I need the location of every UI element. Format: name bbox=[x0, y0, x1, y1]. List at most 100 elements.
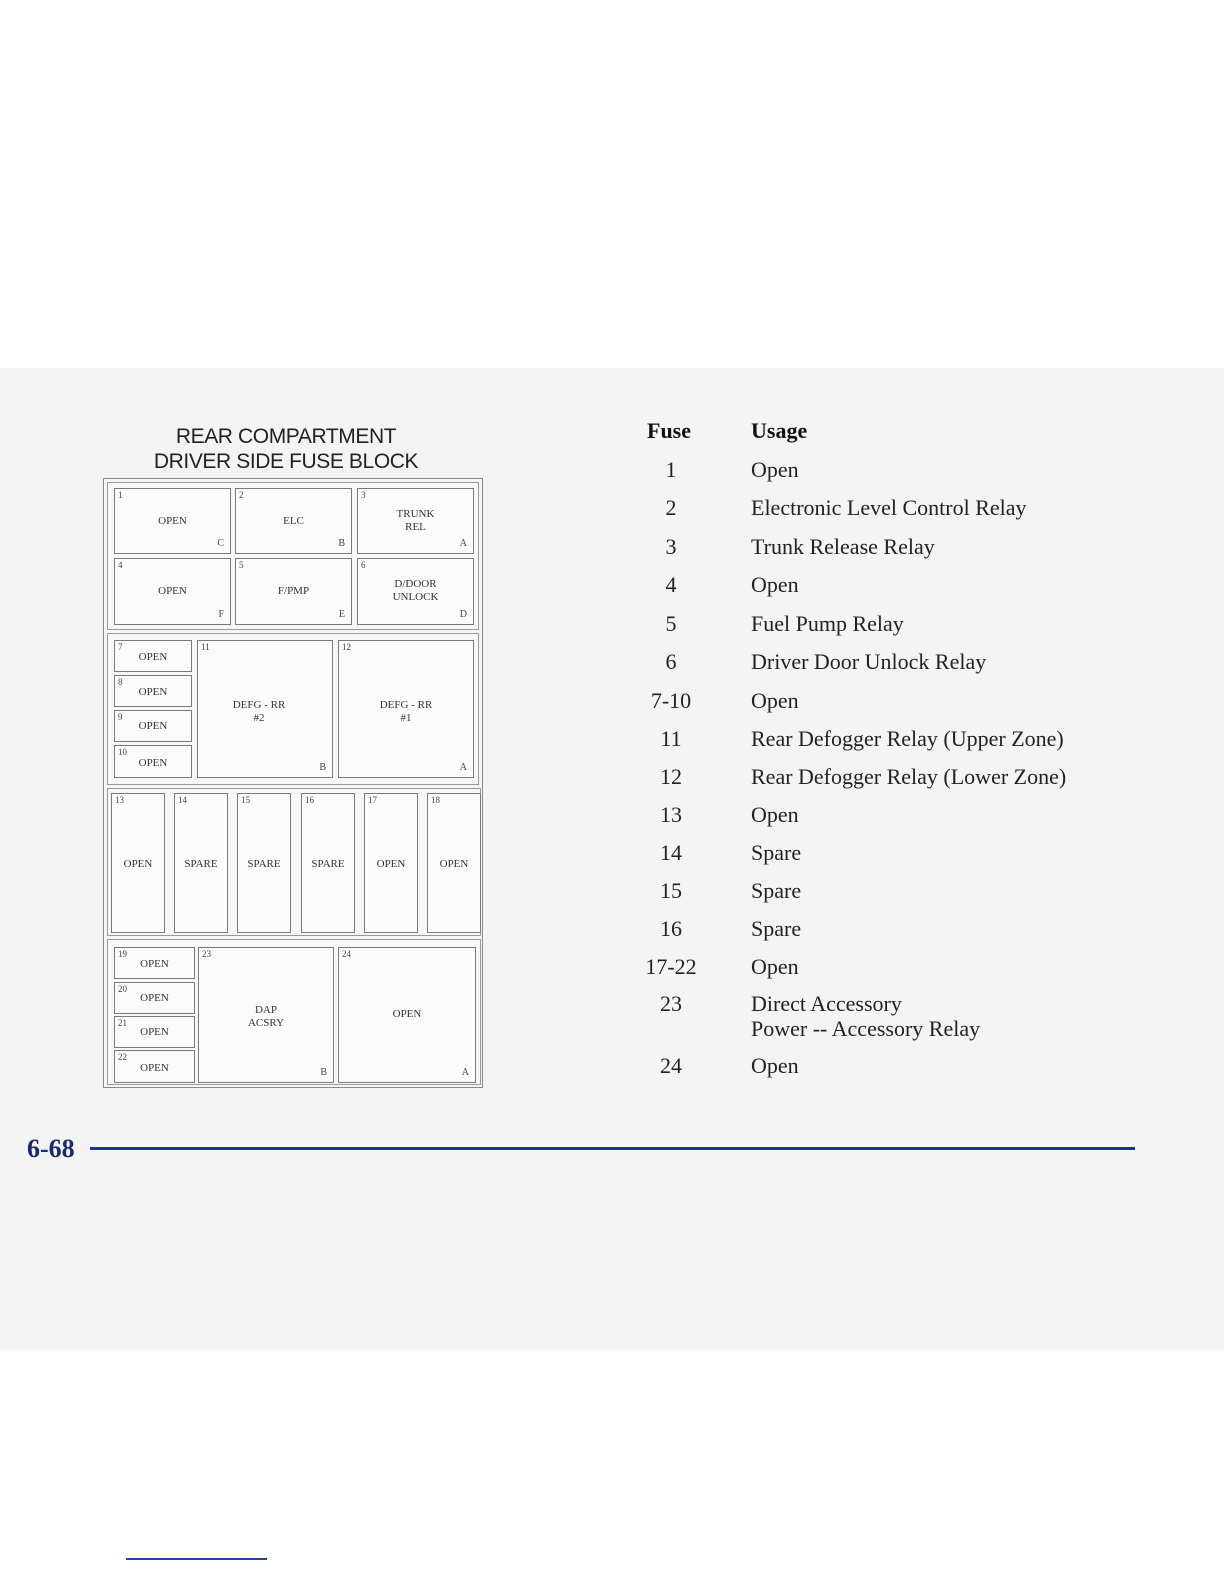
cell-letter: B bbox=[319, 762, 326, 773]
relay-cell-4: 4 OPEN F bbox=[114, 558, 231, 625]
cell-letter: A bbox=[459, 538, 467, 549]
fuse-number: 7-10 bbox=[650, 688, 692, 713]
fuse-cell-21: 21 OPEN bbox=[114, 1016, 195, 1048]
fuse-usage: Open bbox=[751, 802, 799, 827]
cell-number: 3 bbox=[361, 490, 366, 500]
fuse-usage: Driver Door Unlock Relay bbox=[751, 649, 987, 674]
fuse-usage: Spare bbox=[751, 840, 802, 865]
fuse-usage: Open bbox=[751, 954, 799, 979]
fuse-number: 6 bbox=[665, 649, 677, 674]
cell-number: 18 bbox=[431, 795, 440, 805]
relay-section-middle: 7 OPEN 8 OPEN 9 OPEN 10 OPEN 11 DEFG - R… bbox=[107, 633, 479, 785]
cell-label: ELC bbox=[283, 515, 304, 527]
cell-letter: A bbox=[461, 1067, 469, 1078]
cell-number: 1 bbox=[118, 490, 123, 500]
fuse-number: 23 bbox=[660, 991, 682, 1016]
cell-number: 2 bbox=[239, 490, 244, 500]
fuse-usage-continued: Power -- Accessory Relay bbox=[751, 1016, 981, 1041]
fuse-cell-16: 16 SPARE bbox=[301, 793, 355, 933]
cell-number: 13 bbox=[115, 795, 124, 805]
cell-number: 11 bbox=[201, 642, 210, 652]
cell-label: OPEN bbox=[138, 686, 168, 698]
fuse-number: 11 bbox=[660, 726, 682, 751]
fuse-usage: Open bbox=[751, 688, 799, 713]
fuse-usage: Open bbox=[751, 1053, 799, 1078]
cell-number: 23 bbox=[202, 949, 211, 959]
cell-label: OPEN bbox=[392, 1008, 422, 1020]
cell-label: OPEN bbox=[158, 515, 187, 527]
cell-label: OPEN bbox=[138, 651, 168, 663]
cell-letter: B bbox=[320, 1067, 327, 1078]
cell-number: 7 bbox=[118, 642, 123, 652]
relay-section-top: 1 OPEN C 2 ELC B 3 TRUNK REL A 4 OPEN F … bbox=[107, 482, 479, 630]
cell-number: 20 bbox=[118, 984, 127, 994]
cell-label: OPEN bbox=[376, 858, 406, 870]
cell-number: 17 bbox=[368, 795, 377, 805]
fuse-number: 5 bbox=[665, 611, 677, 636]
relay-cell-11: 11 DEFG - RR #2 B bbox=[197, 640, 333, 778]
cell-letter: F bbox=[218, 609, 224, 620]
cell-number: 24 bbox=[342, 949, 351, 959]
fuse-cell-13: 13 OPEN bbox=[111, 793, 165, 933]
fuse-usage: Rear Defogger Relay (Lower Zone) bbox=[751, 764, 1067, 789]
fuse-usage: Trunk Release Relay bbox=[751, 534, 935, 559]
fuse-cell-18: 18 OPEN bbox=[427, 793, 481, 933]
cell-label: TRUNK REL bbox=[396, 508, 435, 533]
cell-letter: D bbox=[459, 609, 467, 620]
cell-letter: B bbox=[338, 538, 345, 549]
fuse-cell-8: 8 OPEN bbox=[114, 675, 192, 707]
cell-number: 6 bbox=[361, 560, 366, 570]
fuse-number: 17-22 bbox=[645, 954, 697, 979]
fuse-usage: Open bbox=[751, 572, 799, 597]
fuse-cell-15: 15 SPARE bbox=[237, 793, 291, 933]
cell-number: 5 bbox=[239, 560, 244, 570]
cell-label: DEFG - RR #2 bbox=[232, 699, 286, 724]
fuse-number: 15 bbox=[660, 878, 682, 903]
fuse-number: 1 bbox=[665, 457, 677, 482]
fuse-cell-7: 7 OPEN bbox=[114, 640, 192, 672]
fuse-block-diagram: 1 OPEN C 2 ELC B 3 TRUNK REL A 4 OPEN F … bbox=[103, 478, 483, 1088]
relay-cell-3: 3 TRUNK REL A bbox=[357, 488, 474, 554]
cell-number: 10 bbox=[118, 747, 127, 757]
relay-cell-23: 23 DAP ACSRY B bbox=[198, 947, 334, 1083]
fuse-cell-9: 9 OPEN bbox=[114, 710, 192, 742]
relay-section-bottom: 19 OPEN 20 OPEN 21 OPEN 22 OPEN 23 DAP A… bbox=[107, 939, 481, 1085]
cell-label: OPEN bbox=[140, 1026, 169, 1038]
cell-number: 22 bbox=[118, 1052, 127, 1062]
cell-number: 12 bbox=[342, 642, 351, 652]
cell-letter: A bbox=[459, 762, 467, 773]
cell-label: OPEN bbox=[138, 720, 168, 732]
cell-label: DAP ACSRY bbox=[247, 1004, 285, 1029]
cell-letter: C bbox=[217, 538, 224, 549]
cell-label: OPEN bbox=[140, 958, 169, 970]
relay-cell-2: 2 ELC B bbox=[235, 488, 352, 554]
cell-number: 21 bbox=[118, 1018, 127, 1028]
cell-letter: E bbox=[338, 609, 345, 620]
fuse-number: 24 bbox=[660, 1053, 682, 1078]
cell-number: 16 bbox=[305, 795, 314, 805]
relay-cell-1: 1 OPEN C bbox=[114, 488, 231, 554]
cell-label: OPEN bbox=[123, 858, 153, 870]
diagram-title-line1: REAR COMPARTMENT bbox=[175, 425, 397, 448]
cell-number: 14 bbox=[178, 795, 187, 805]
fuse-cell-19: 19 OPEN bbox=[114, 947, 195, 979]
fuse-cell-14: 14 SPARE bbox=[174, 793, 228, 933]
fuse-cell-22: 22 OPEN bbox=[114, 1050, 195, 1083]
cell-label: OPEN bbox=[140, 992, 169, 1004]
cell-label: OPEN bbox=[158, 585, 187, 597]
cell-number: 19 bbox=[118, 949, 127, 959]
fuse-usage: Rear Defogger Relay (Upper Zone) bbox=[751, 726, 1064, 751]
fuse-usage: Direct Accessory bbox=[751, 991, 902, 1016]
fuse-number: 4 bbox=[665, 572, 677, 597]
fuse-number: 16 bbox=[660, 916, 682, 941]
header-fuse: Fuse bbox=[647, 418, 691, 443]
fuse-number: 2 bbox=[665, 495, 677, 520]
fuse-cell-10: 10 OPEN bbox=[114, 745, 192, 778]
cell-label: DEFG - RR #1 bbox=[379, 699, 433, 724]
fuse-usage: Fuel Pump Relay bbox=[751, 611, 904, 636]
fuse-number: 13 bbox=[660, 802, 682, 827]
fuse-usage: Spare bbox=[751, 878, 802, 903]
fuse-number: 12 bbox=[660, 764, 682, 789]
fuse-number: 14 bbox=[660, 840, 682, 865]
fuse-usage: Open bbox=[751, 457, 799, 482]
